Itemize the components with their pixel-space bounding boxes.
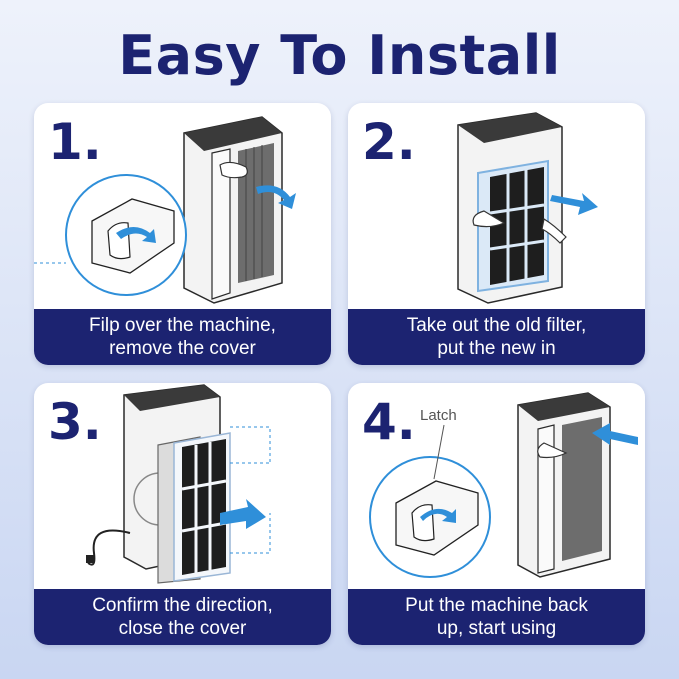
caption-line: Filp over the machine, — [89, 315, 276, 336]
step-3-card: 3. Confirm the direction, close the cove… — [34, 383, 331, 645]
step-1-illustration — [34, 116, 296, 304]
caption-line: close the cover — [118, 618, 247, 639]
blue-arrow-icon — [592, 423, 638, 445]
step-number: 4. — [362, 393, 416, 451]
caption-line: Put the machine back — [405, 595, 588, 616]
step-caption: Filp over the machine, remove the cover — [34, 309, 331, 365]
caption-line: remove the cover — [109, 338, 256, 359]
step-caption: Take out the old filter, put the new in — [348, 309, 645, 365]
step-2-card: 2. Take out the old filter, put the new … — [348, 103, 645, 365]
blue-arrow-icon — [550, 193, 598, 215]
step-2-illustration — [457, 112, 598, 304]
step-3-illustration — [86, 384, 271, 584]
step-number: 3. — [48, 393, 102, 451]
caption-line: Confirm the direction, — [92, 595, 273, 616]
filter-icon — [157, 432, 231, 584]
blue-arrow-icon — [256, 185, 296, 209]
filter-icon — [477, 159, 549, 293]
caption-line: put the new in — [437, 338, 556, 359]
step-number: 1. — [48, 113, 102, 171]
step-1-card: 1. Filp over the machine, remove the cov… — [34, 103, 331, 365]
purifier-icon — [517, 392, 611, 578]
power-cord-icon — [87, 529, 131, 566]
blue-arrow-icon — [220, 499, 266, 529]
caption-line: Take out the old filter, — [406, 315, 587, 336]
caption-line: up, start using — [436, 618, 557, 639]
step-4-illustration — [369, 392, 638, 578]
page-title: Easy To Install — [118, 24, 561, 87]
step-caption: Confirm the direction, close the cover — [34, 589, 331, 645]
step-number: 2. — [362, 113, 416, 171]
purifier-icon — [183, 116, 283, 304]
step-4-card: 4. Latch Put the machine back up, start … — [348, 383, 645, 645]
step-caption: Put the machine back up, start using — [348, 589, 645, 645]
latch-label: Latch — [420, 407, 457, 424]
